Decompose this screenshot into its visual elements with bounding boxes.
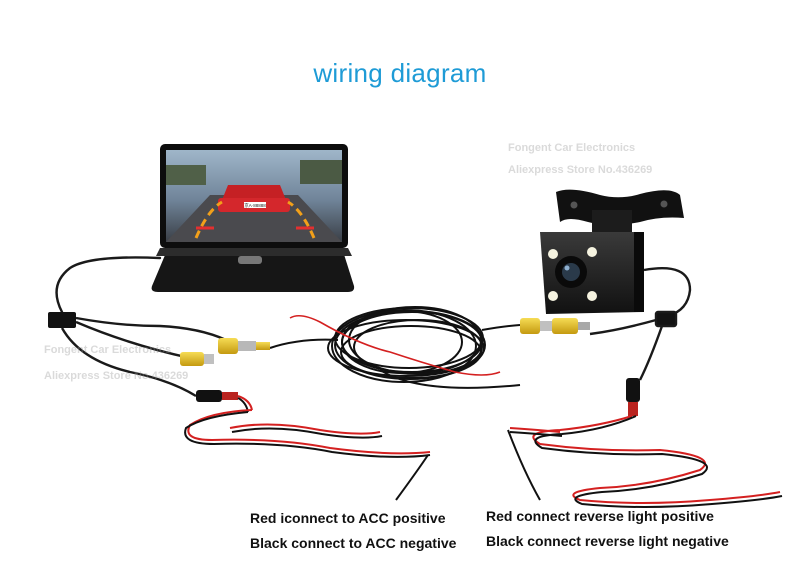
led-light <box>587 291 597 301</box>
camera-cable <box>589 267 692 381</box>
acc-negative-label: Black connect to ACC negative <box>250 535 457 551</box>
reverse-pointer-line <box>507 429 541 501</box>
parking-guide-right <box>287 200 316 239</box>
watermark-store-id-left: Aliexpress Store No.436269 <box>44 370 189 382</box>
monitor-base <box>151 248 355 292</box>
monitor-rca-connector <box>180 338 270 366</box>
car-plate: 京A·88888 <box>244 202 266 209</box>
car-image <box>222 185 286 200</box>
parking-guide-left <box>194 200 223 239</box>
reverse-light-wires <box>509 415 783 508</box>
reverse-negative-label: Black connect reverse light negative <box>486 533 729 549</box>
led-light <box>587 247 597 257</box>
monitor: 京A·88888 <box>151 144 355 292</box>
monitor-power-button <box>238 256 262 264</box>
acc-positive-label: Red iconnect to ACC positive <box>250 510 446 526</box>
diagram-title: wiring diagram <box>313 58 487 88</box>
camera-bracket <box>556 189 684 225</box>
acc-pointer-line <box>395 454 429 501</box>
monitor-splitter <box>48 312 227 398</box>
led-light <box>548 249 558 259</box>
led-light <box>548 291 558 301</box>
camera-rca-connector <box>520 318 590 334</box>
trigger-wire <box>289 314 501 376</box>
watermark-store-id: Aliexpress Store No.436269 <box>508 164 653 176</box>
camera-power-connector <box>626 378 640 416</box>
rear-camera <box>540 189 684 314</box>
watermark-shop-name-left: Fongent Car Electronics <box>44 344 172 356</box>
monitor-power-connector <box>196 390 253 413</box>
camera-body <box>540 232 644 314</box>
watermark-shop-name: Fongent Car Electronics <box>508 142 636 154</box>
coiled-extension-cable <box>269 306 521 389</box>
reverse-positive-label: Red connect reverse light positive <box>486 508 714 524</box>
monitor-cable <box>55 256 162 314</box>
acc-power-wires <box>184 409 431 458</box>
